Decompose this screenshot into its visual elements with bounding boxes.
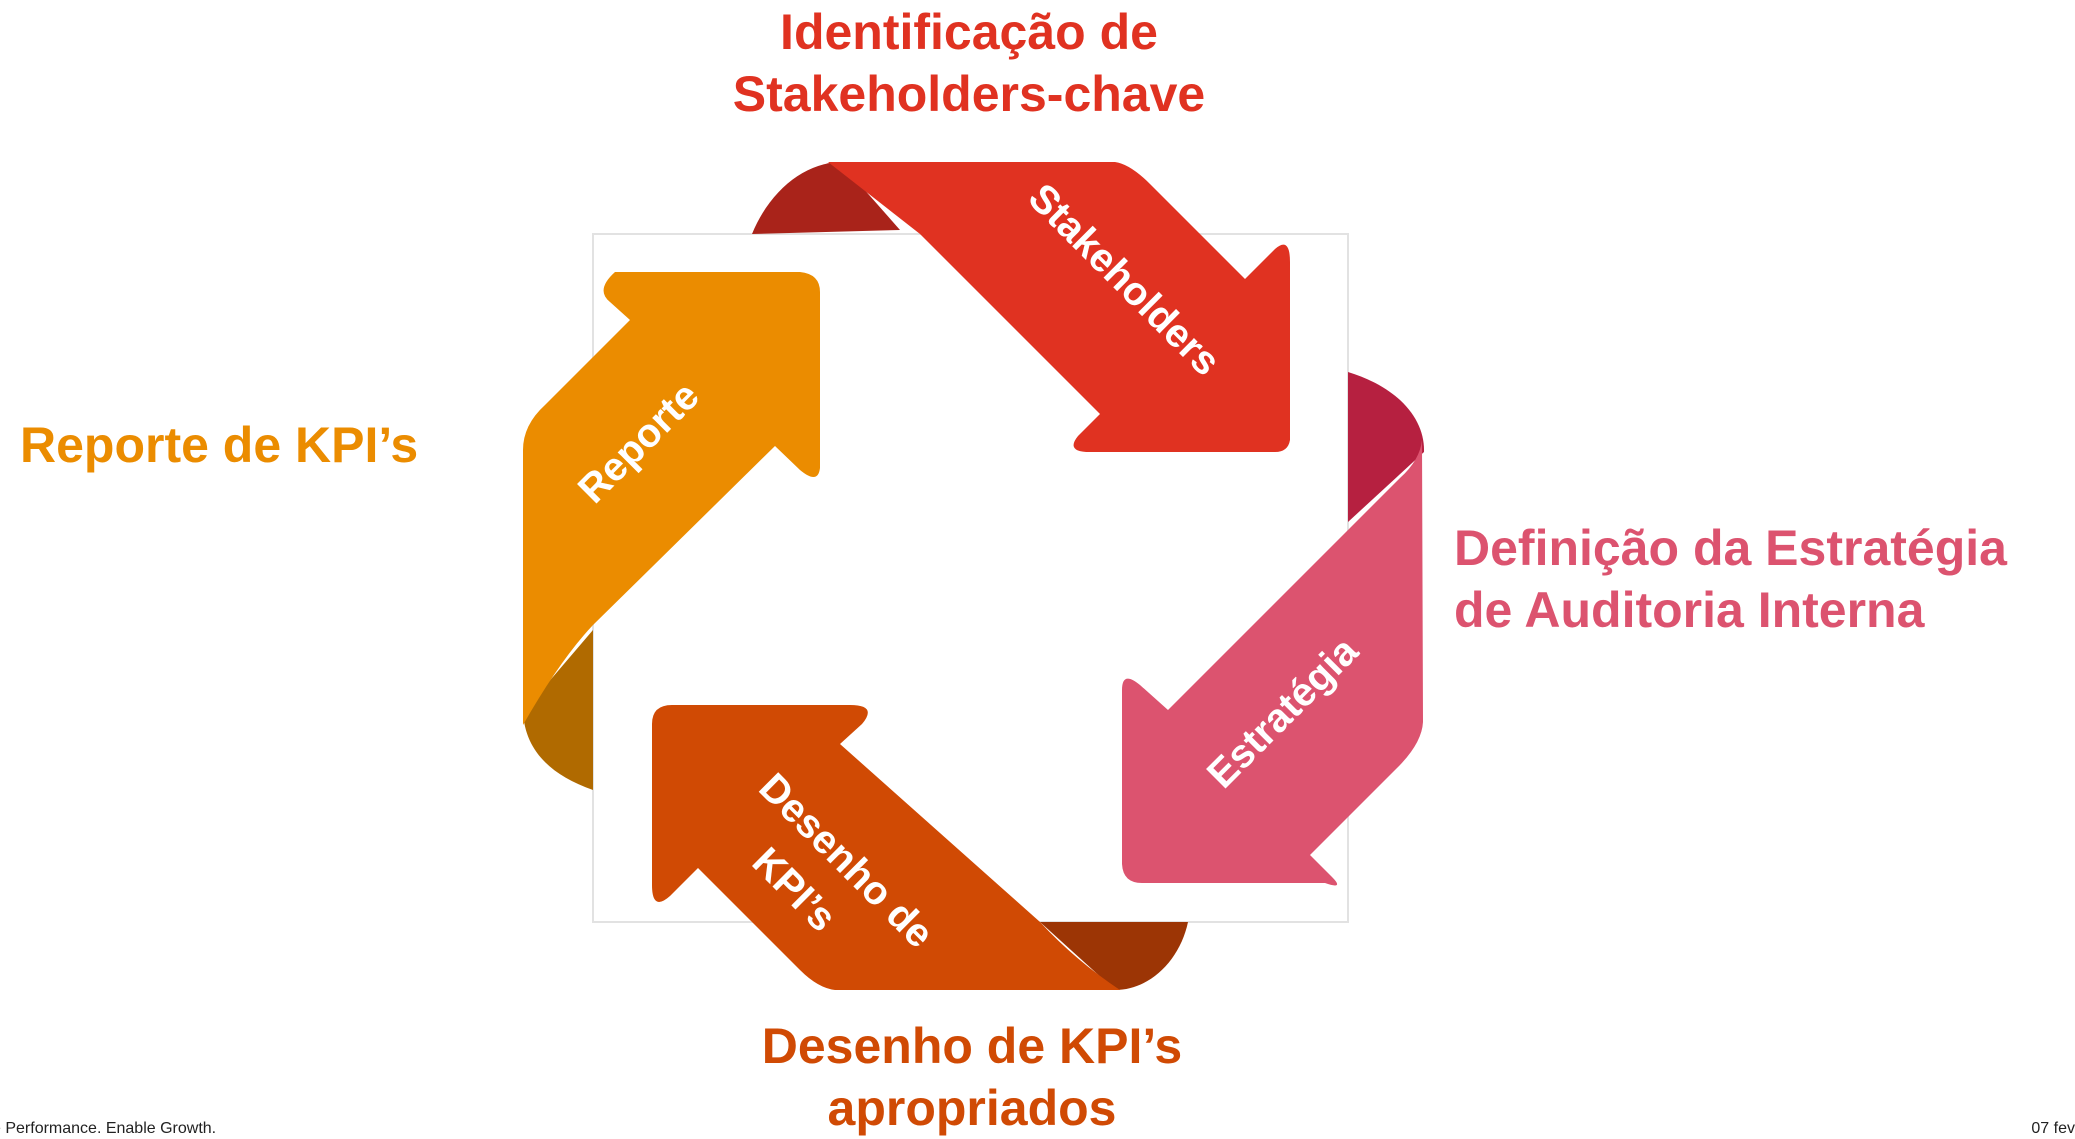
reporte-arrow-body xyxy=(523,272,820,725)
stakeholders-fold xyxy=(752,162,900,234)
estrategia-fold xyxy=(1348,372,1425,522)
step-title-stakeholders-line1: Identificação de xyxy=(780,4,1158,60)
step-title-estrategia-line2: de Auditoria Interna xyxy=(1454,582,1925,638)
estrategia-arrow-body xyxy=(1122,440,1423,886)
footer-date: 07 fev xyxy=(2031,1120,2075,1137)
desenho-fold xyxy=(1040,922,1188,990)
step-title-stakeholders: Identificação de Stakeholders-chave xyxy=(719,1,1219,125)
step-title-reporte: Reporte de KPI’s xyxy=(20,417,419,473)
desenho-arrow-body xyxy=(652,705,1120,990)
footer-tagline: e Performance. Enable Growth. xyxy=(0,1120,217,1137)
estrategia-arrow: Estratégia xyxy=(1122,372,1425,886)
stakeholders-arrow: Stakeholders xyxy=(752,162,1290,452)
step-title-desenho-line2: apropriados xyxy=(827,1080,1117,1136)
reporte-fold xyxy=(523,630,593,790)
step-title-stakeholders-line2: Stakeholders-chave xyxy=(732,66,1206,122)
step-title-desenho-line1: Desenho de KPI’s xyxy=(761,1018,1183,1074)
stakeholders-arrow-body xyxy=(828,162,1290,452)
reporte-arrow: Reporte xyxy=(523,272,820,790)
step-title-estrategia-line1: Definição da Estratégia xyxy=(1454,520,2007,576)
step-title-estrategia: Definição da Estratégia de Auditoria Int… xyxy=(1454,517,2007,641)
step-title-desenho: Desenho de KPI’s apropriados xyxy=(722,1015,1222,1139)
